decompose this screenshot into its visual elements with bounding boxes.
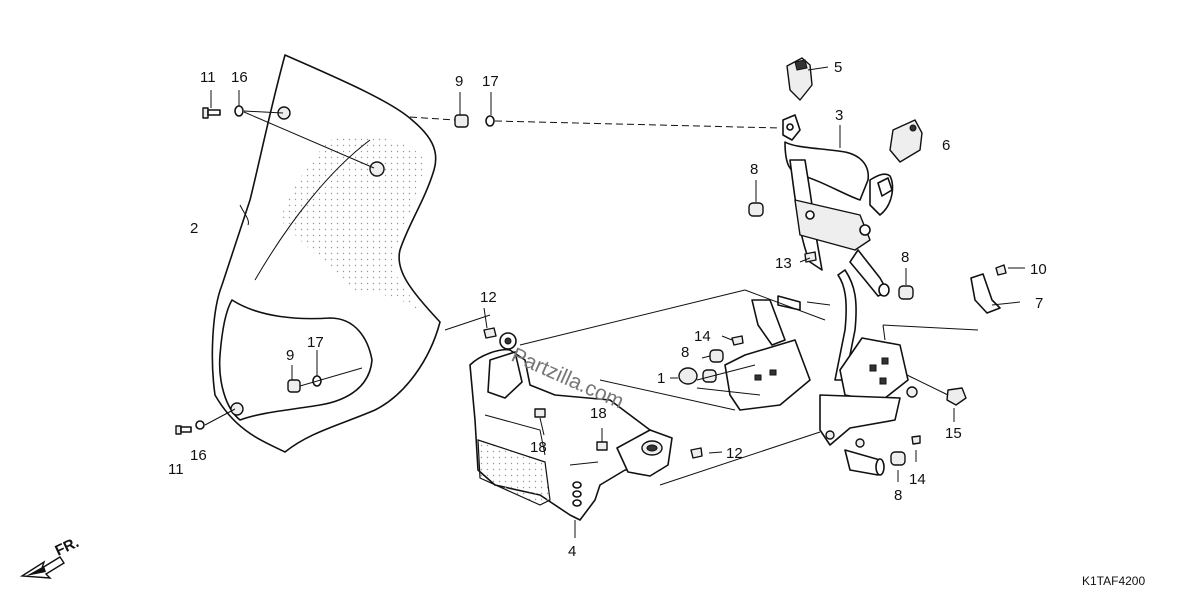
windscreen	[211, 54, 441, 453]
clip-18-left	[534, 408, 546, 418]
callout-10: 10	[1030, 261, 1047, 278]
callout-15: 15	[945, 425, 962, 442]
callout-3: 3	[835, 107, 843, 124]
callout-6: 6	[942, 137, 950, 154]
bolt-11-lower	[175, 425, 192, 435]
callout-2: 2	[190, 220, 198, 237]
callout-13: 13	[775, 255, 792, 272]
callout-12: 12	[726, 445, 743, 462]
callout-9: 9	[455, 73, 463, 90]
callout-8: 8	[894, 487, 902, 504]
callout-9: 9	[286, 347, 294, 364]
screen-hole-lower	[230, 402, 244, 416]
callout-16: 16	[231, 69, 248, 86]
grommet-17-upper	[485, 115, 495, 127]
front-indicator-label: FR.	[53, 534, 82, 560]
callout-11: 11	[200, 69, 216, 86]
callout-12: 12	[480, 289, 497, 306]
callout-16: 16	[190, 447, 207, 464]
meter-housing	[469, 332, 673, 521]
callout-11: 11	[168, 461, 184, 478]
diagram-code: K1TAF4200	[1082, 574, 1145, 588]
bolt-11-upper	[202, 107, 221, 119]
callout-17: 17	[307, 334, 324, 351]
cushion-5	[786, 57, 813, 101]
assembly-leaders	[483, 66, 1025, 538]
callouts: 11 16 9 17 5 3 6 2 8 13 8 10 7 12 14 8 9…	[168, 59, 1047, 560]
callout-7: 7	[1035, 295, 1043, 312]
washer-16-lower	[195, 420, 205, 430]
callout-14: 14	[694, 328, 711, 345]
fasteners	[483, 202, 1021, 466]
screen-hole-upper-right	[369, 161, 385, 177]
washer-16-upper	[234, 105, 244, 117]
callout-4: 4	[568, 543, 576, 560]
callout-14: 14	[909, 471, 926, 488]
cushion-6	[889, 119, 923, 163]
callout-8: 8	[681, 344, 689, 361]
callout-18: 18	[530, 439, 547, 456]
screen-leaders	[204, 90, 781, 426]
collar-9-lower	[287, 379, 301, 393]
clip-18-right	[596, 441, 608, 451]
callout-18: 18	[590, 405, 607, 422]
callout-8: 8	[901, 249, 909, 266]
callout-1: 1	[657, 370, 665, 387]
front-arrow-icon: FR.	[19, 534, 82, 579]
callout-5: 5	[834, 59, 842, 76]
callout-17: 17	[482, 73, 499, 90]
stay-bracket	[782, 114, 918, 476]
collar-9-upper	[454, 114, 469, 128]
callout-8: 8	[750, 161, 758, 178]
